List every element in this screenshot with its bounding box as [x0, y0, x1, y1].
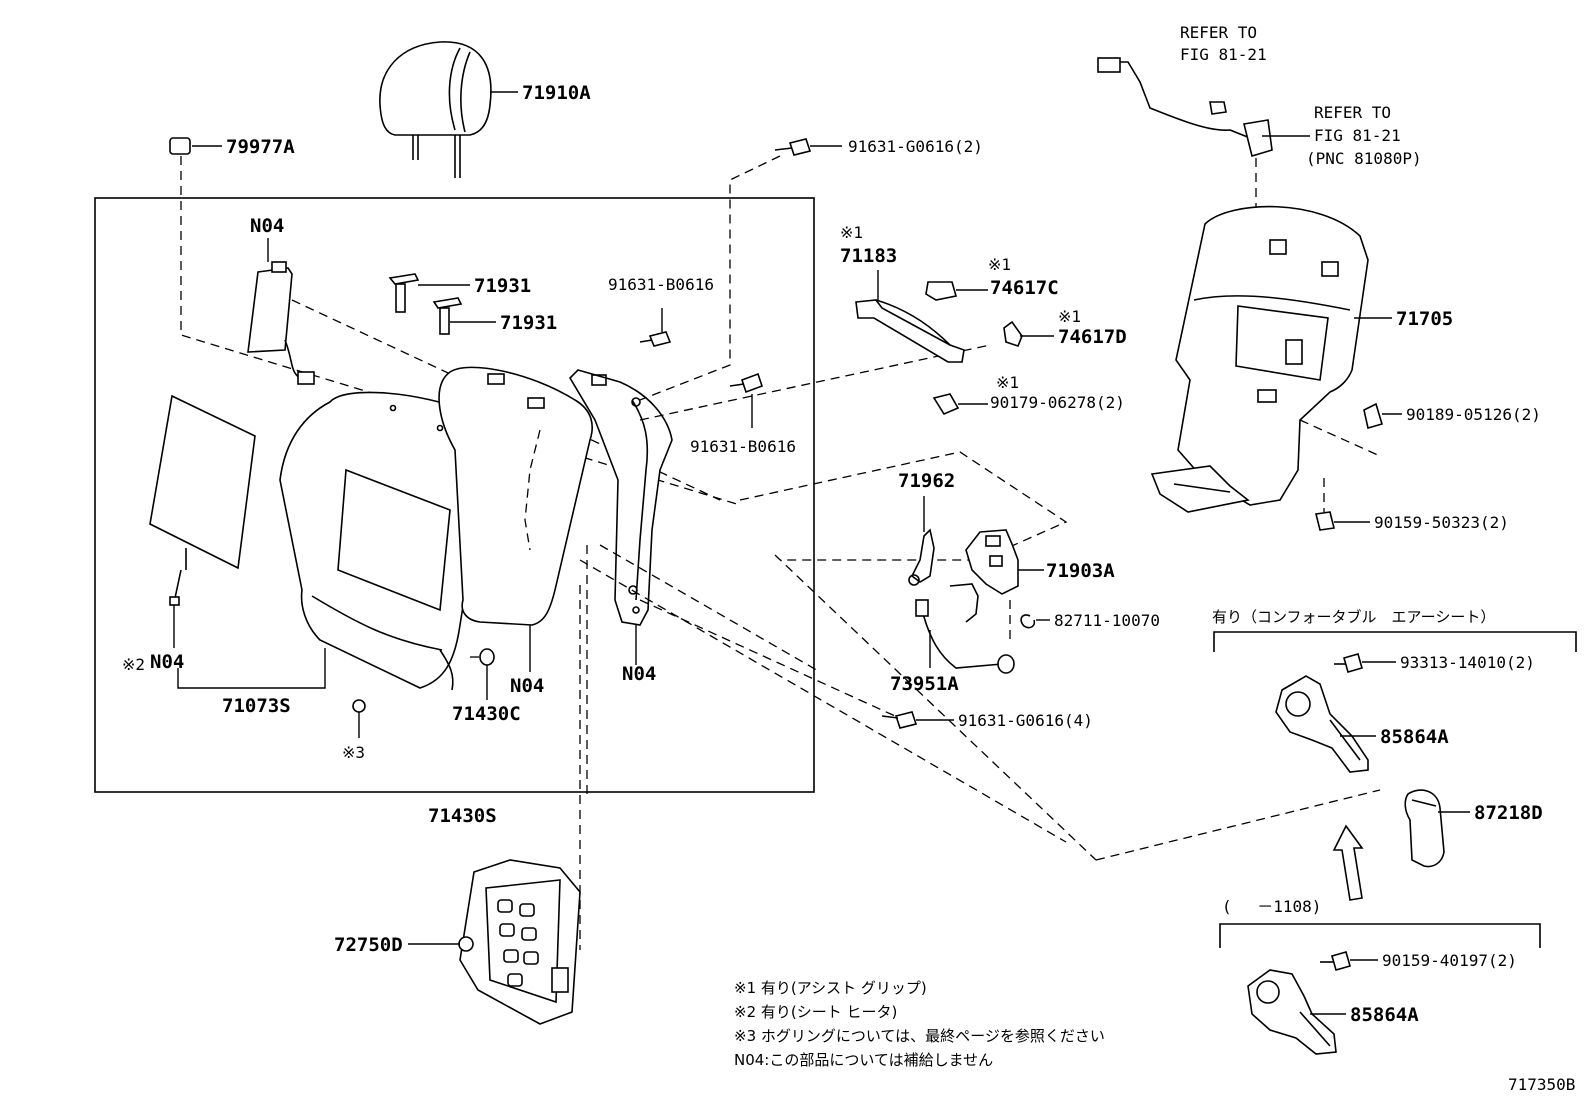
- screw-90159a-drawing: [1315, 478, 1370, 531]
- label-90159-50323: 90159-50323(2): [1374, 513, 1509, 532]
- label-90189-05126: 90189-05126(2): [1406, 405, 1541, 424]
- seat-back-frame-drawing: [568, 369, 1067, 950]
- assist-grip-drawing: [855, 270, 965, 363]
- seat-back-board-drawing: [1097, 57, 1392, 513]
- mark-3: ※3: [342, 743, 365, 762]
- mark-1-d: ※1: [1058, 307, 1081, 326]
- lumbar-support-drawing: [408, 859, 581, 1025]
- grommet-drawing: [352, 648, 495, 738]
- refer2-line3: (PNC 81080P): [1306, 149, 1422, 168]
- bolt-g0616-lower-drawing: [639, 599, 954, 729]
- date-caption: ( －1108): [1222, 897, 1321, 916]
- label-74617c: 74617C: [990, 277, 1059, 299]
- screw-93313-drawing: [1334, 653, 1396, 673]
- refer2-line1: REFER TO: [1314, 103, 1391, 122]
- label-71931-a: 71931: [474, 275, 531, 297]
- cover-d-drawing: [1003, 320, 1054, 347]
- label-71962: 71962: [898, 470, 955, 492]
- label-82711-10070: 82711-10070: [1054, 611, 1160, 630]
- refer2-line2: FIG 81-21: [1314, 126, 1401, 145]
- label-73951a: 73951A: [890, 673, 959, 695]
- label-n04-frame: N04: [622, 663, 656, 685]
- clip-90179-drawing: [932, 393, 988, 416]
- label-71903a: 71903A: [1046, 560, 1115, 582]
- mark-1-c: ※1: [988, 255, 1011, 274]
- seat-back-cover-drawing: [177, 391, 491, 691]
- date-bracket: [1219, 923, 1541, 948]
- label-72750d: 72750D: [334, 934, 403, 956]
- label-71183: 71183: [840, 245, 897, 267]
- cap-drawing: [169, 137, 741, 506]
- label-71430s: 71430S: [428, 805, 497, 827]
- label-87218d: 87218D: [1474, 802, 1543, 824]
- cover-c-drawing: [925, 281, 988, 301]
- label-93313-14010: 93313-14010(2): [1400, 653, 1535, 672]
- seat-back-pad-drawing: [438, 366, 593, 672]
- pin-drawings: [388, 273, 496, 335]
- mark-1-clip: ※1: [996, 373, 1019, 392]
- refer1-line1: REFER TO: [1180, 23, 1257, 42]
- label-n04-top: N04: [250, 215, 284, 237]
- label-71705: 71705: [1396, 308, 1453, 330]
- note-1: ※1 有り(アシスト グリップ): [734, 979, 927, 997]
- bolt-b0616-drawings: [639, 308, 991, 428]
- note-4: N04:この部品については補給しません: [734, 1051, 993, 1069]
- duct-drawing: [1404, 789, 1470, 868]
- upgrade-arrow: [1332, 824, 1364, 901]
- label-91631-b0616-lower: 91631-B0616: [690, 437, 796, 456]
- comfort-air-caption: 有り（コンフォータブル エアーシート）: [1212, 608, 1495, 626]
- label-91631-g0616-lower: 91631-G0616(4): [958, 711, 1093, 730]
- assembly-box: [94, 197, 815, 793]
- note-3: ※3 ホグリングについては、最終ページを参照ください: [734, 1027, 1105, 1045]
- recliner-parts-drawing: [739, 451, 1068, 674]
- label-71073s: 71073S: [222, 695, 291, 717]
- label-71931-b: 71931: [500, 312, 557, 334]
- label-71910a: 71910A: [522, 82, 591, 104]
- label-91631-g0616-top: 91631-G0616(2): [848, 137, 983, 156]
- label-79977a: 79977A: [226, 136, 295, 158]
- label-85864a-upper: 85864A: [1380, 726, 1449, 748]
- blower-upper-drawing: [1275, 675, 1376, 773]
- label-n04-heater: N04: [150, 651, 184, 673]
- label-90159-40197: 90159-40197(2): [1382, 951, 1517, 970]
- note-2: ※2 有り(シート ヒータ): [734, 1003, 897, 1021]
- heater-pad-drawing: [149, 394, 256, 648]
- mark-1-grip: ※1: [840, 223, 863, 242]
- screw-90159b-drawing: [1320, 951, 1378, 971]
- label-90179-06278: 90179-06278(2): [990, 393, 1125, 412]
- label-n04-pad: N04: [510, 675, 544, 697]
- label-74617d: 74617D: [1058, 326, 1127, 348]
- mark-2: ※2: [122, 655, 145, 674]
- label-91631-b0616-upper: 91631-B0616: [608, 275, 714, 294]
- figure-code: 717350B: [1508, 1075, 1575, 1094]
- comfort-air-bracket: [1213, 631, 1577, 652]
- bolt-g0616-top-drawing: [639, 138, 842, 401]
- label-71430c: 71430C: [452, 703, 521, 725]
- headrest-drawing: [379, 41, 518, 178]
- clip-90189-drawing: [1363, 402, 1402, 430]
- blower-lower-drawing: [1247, 969, 1346, 1055]
- refer1-line2: FIG 81-21: [1180, 45, 1267, 64]
- label-85864a-lower: 85864A: [1350, 1004, 1419, 1026]
